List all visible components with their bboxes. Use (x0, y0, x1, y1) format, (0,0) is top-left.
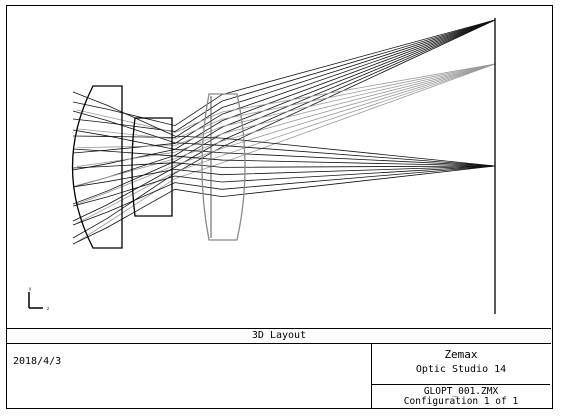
lens-elements (71, 85, 246, 249)
lens-2 (131, 117, 173, 217)
ray-2-6 (72, 165, 496, 207)
ray-1-2 (76, 63, 496, 149)
ray-2-5 (72, 165, 496, 188)
svg-text:y: y (29, 286, 32, 291)
ray-2-8 (72, 165, 496, 245)
ray-2-7 (72, 165, 496, 226)
brand-name: Zemax (444, 348, 478, 361)
ray-2-3 (72, 148, 496, 167)
ray-2-1 (72, 110, 496, 167)
file-info: GLOPT_001.ZMX Configuration 1 of 1 (372, 384, 550, 408)
ray-0-8 (72, 19, 496, 239)
lens-1 (71, 85, 123, 249)
ray-1-1 (76, 63, 496, 140)
ray-bundle (72, 19, 496, 245)
title-block: 2018/4/3 Zemax Optic Studio 14 GLOPT_001… (7, 344, 551, 408)
file-name: GLOPT_001.ZMX (423, 386, 499, 397)
date-label: 2018/4/3 (13, 356, 62, 367)
ray-0-7 (72, 19, 496, 222)
ray-2-4 (72, 162, 496, 169)
ray-0-2 (72, 19, 496, 138)
layout-frame: y z 3D Layout 2018/4/3 Zemax Optic Studi… (6, 5, 553, 409)
ray-1-4 (76, 63, 496, 186)
ray-1-0 (76, 63, 496, 133)
product-name: Optic Studio 14 (415, 364, 507, 375)
software-info: Zemax Optic Studio 14 GLOPT_001.ZMX Conf… (371, 344, 551, 408)
ray-1-7 (76, 63, 496, 243)
optical-layout-diagram: y z (28, 18, 496, 314)
ray-1-5 (76, 63, 496, 205)
svg-text:z: z (47, 306, 49, 311)
ray-0-5 (72, 19, 496, 188)
ray-2-2 (72, 129, 496, 167)
axis-indicator-icon: y z (28, 286, 49, 311)
ray-1-3 (76, 63, 496, 167)
ray-0-0 (72, 19, 496, 127)
ray-1-6 (76, 63, 496, 224)
ray-0-3 (72, 19, 496, 154)
lens-3 (201, 93, 246, 241)
configuration-label: Configuration 1 of 1 (403, 396, 519, 407)
ray-2-0 (72, 91, 496, 167)
ray-0-1 (72, 19, 496, 132)
plot-caption: 3D Layout (7, 328, 551, 344)
